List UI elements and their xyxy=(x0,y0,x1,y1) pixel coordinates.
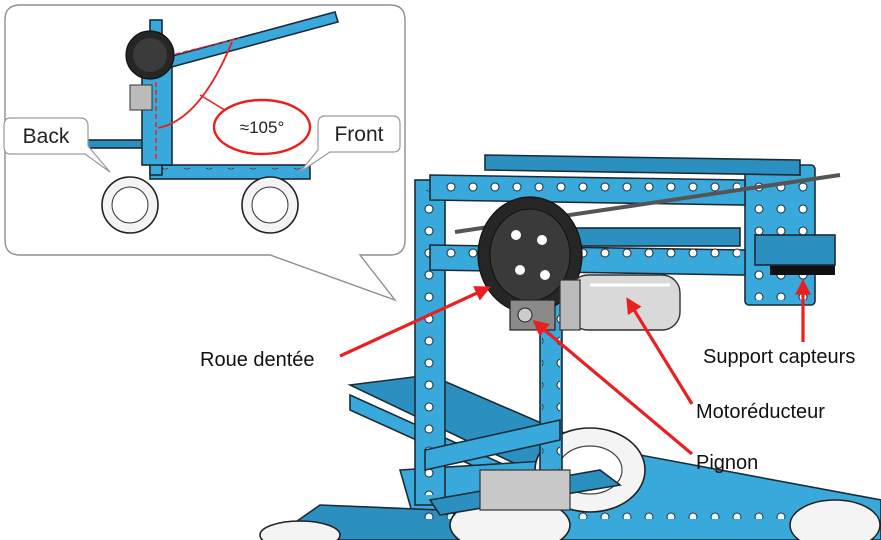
inset-callout: ≈105° Back Front xyxy=(3,4,406,302)
sensor-support-label: Support capteurs xyxy=(703,346,855,368)
inset-robot-side-view xyxy=(84,11,340,234)
back-bubble xyxy=(3,117,111,173)
gearmotor-body xyxy=(559,274,681,331)
sensor-support-bar xyxy=(754,234,836,275)
pinion-gear xyxy=(509,299,556,331)
gear-arrow xyxy=(339,286,491,358)
annotation-arrows xyxy=(339,278,811,456)
angle-badge xyxy=(212,98,312,156)
front-label: Front xyxy=(334,123,383,146)
angle-pointer xyxy=(199,94,229,113)
angle-arc xyxy=(157,41,233,129)
pinion-arrow xyxy=(532,319,694,456)
gearmotor-arrow xyxy=(626,297,694,405)
front-bubble xyxy=(299,115,401,173)
angle-value: ≈105° xyxy=(240,118,285,137)
gearmotor-label: Motoréducteur xyxy=(696,401,825,423)
pinion-label: Pignon xyxy=(696,452,758,474)
back-label: Back xyxy=(23,125,70,148)
robot-assembly xyxy=(259,154,881,540)
gear-label: Roue dentée xyxy=(200,349,315,371)
cross-beams xyxy=(424,419,622,516)
